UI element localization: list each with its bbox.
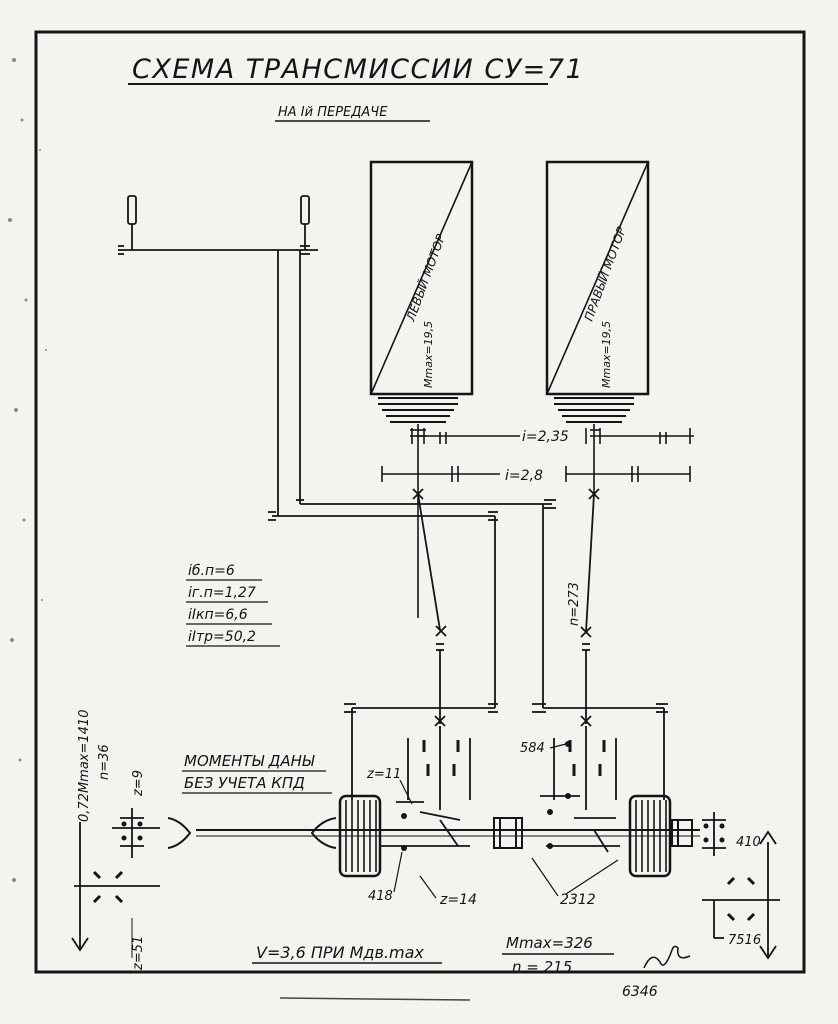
signature bbox=[643, 945, 691, 969]
left-output-speed: n=36 bbox=[97, 744, 112, 780]
label-418: 418 bbox=[368, 889, 393, 904]
ratio-speed: n=273 bbox=[567, 582, 582, 626]
control-levers bbox=[118, 195, 556, 708]
left-motor-torque: Mmax=19,5 bbox=[422, 321, 435, 388]
gear-ratio-1: iб.п=6 bbox=[188, 563, 235, 579]
left-final-drive bbox=[71, 808, 160, 952]
gearbox-dots bbox=[401, 741, 571, 851]
right-motor-name: ПРАВЫЙ МОТОР bbox=[581, 224, 629, 323]
left-final-dots bbox=[121, 821, 143, 841]
label-z14: z=14 bbox=[439, 892, 477, 908]
gearbox bbox=[196, 703, 700, 853]
left-motor: ЛЕВЫЙ МОТОР Mmax=19,5 bbox=[369, 160, 474, 396]
label-2312: 2312 bbox=[560, 892, 596, 908]
couplings bbox=[167, 817, 693, 849]
label-7516: 7516 bbox=[728, 933, 761, 948]
left-output-torque: 0,72Mmax=1410 bbox=[77, 710, 92, 822]
left-brake-drum bbox=[338, 794, 382, 878]
label-z11: z=11 bbox=[366, 767, 401, 782]
right-final-drive bbox=[702, 812, 780, 960]
scan-scratch bbox=[279, 997, 471, 1001]
note-line-2: БЕЗ УЧЕТА КПД bbox=[184, 774, 305, 792]
right-final-dots bbox=[703, 823, 725, 843]
result-torque: Mmax=326 bbox=[506, 934, 593, 952]
velocity-formula: V=3,6 ПРИ Mдв.max bbox=[256, 943, 424, 962]
label-584: 584 bbox=[520, 741, 545, 756]
right-motor: ПРАВЫЙ МОТОР Mmax=19,5 bbox=[545, 160, 650, 396]
archive-stamp: 6346 bbox=[622, 984, 658, 1000]
gear-ratios-block: iб.п=6 iг.п=1,27 iIкп=6,6 iIтр=50,2 bbox=[186, 563, 280, 647]
left-z-bottom: z=51 bbox=[131, 936, 146, 971]
gear-ratio-4: iIтр=50,2 bbox=[188, 629, 256, 645]
drawing-subtitle: НА Iй ПЕРЕДАЧЕ bbox=[278, 105, 388, 120]
gear-ratio-3: iIкп=6,6 bbox=[188, 607, 248, 623]
right-motor-torque: Mmax=19,5 bbox=[600, 321, 613, 388]
gear-ratio-2: iг.п=1,27 bbox=[188, 585, 256, 601]
cardan-shafts bbox=[412, 488, 600, 724]
left-motor-name: ЛЕВЫЙ МОТОР bbox=[402, 231, 448, 324]
left-z-top: z=9 bbox=[131, 770, 146, 797]
result-speed: n = 215 bbox=[512, 958, 572, 976]
ratio-upper: i=2,35 bbox=[522, 429, 569, 445]
drawing-frame bbox=[34, 30, 806, 974]
reduction-gears bbox=[381, 424, 694, 618]
drawing-title: СХЕМА ТРАНСМИССИИ СУ=71 bbox=[132, 54, 584, 85]
label-410: 410 bbox=[736, 835, 761, 850]
right-brake-drum bbox=[628, 794, 672, 878]
scan-noise bbox=[8, 58, 47, 882]
torque-note: МОМЕНТЫ ДАНЫ БЕЗ УЧЕТА КПД bbox=[182, 752, 332, 794]
motor-discs bbox=[378, 397, 634, 423]
ratio-lower: i=2,8 bbox=[505, 468, 543, 484]
note-line-1: МОМЕНТЫ ДАНЫ bbox=[184, 752, 315, 770]
